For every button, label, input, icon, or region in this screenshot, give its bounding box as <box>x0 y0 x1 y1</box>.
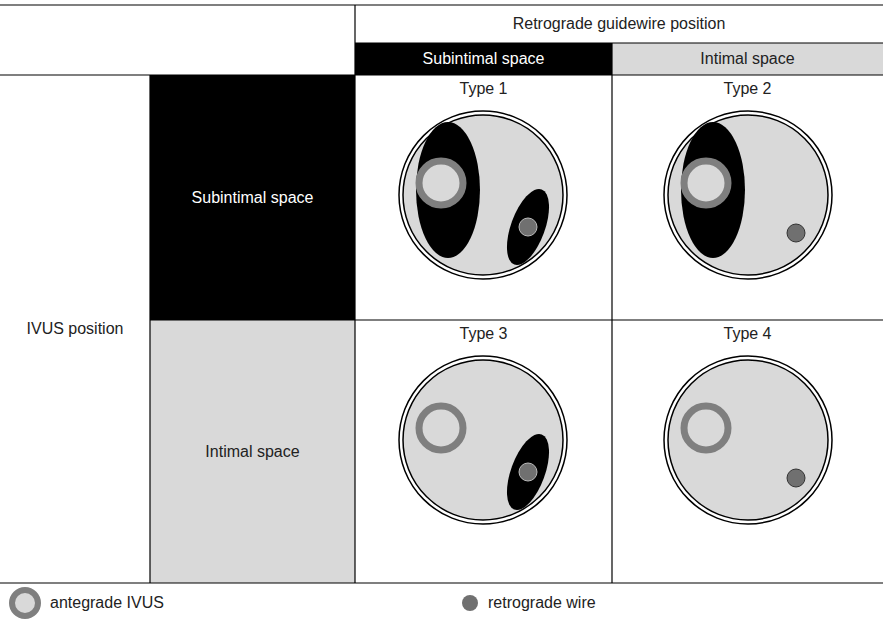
legend-text: antegrade IVUS <box>50 594 164 612</box>
label-text: Intimal space <box>700 50 794 68</box>
legend-entry: antegrade IVUS <box>50 592 164 614</box>
vessel-cross-section <box>399 111 567 279</box>
vessel-cross-section <box>664 356 832 524</box>
type-label: Type 4 <box>612 323 883 345</box>
header-fills <box>150 43 883 583</box>
label-text: Subintimal space <box>423 50 545 68</box>
column-group-header: Retrograde guidewire position <box>355 5 883 43</box>
legend-wire-sample <box>462 595 478 611</box>
column-header: Intimal space <box>612 43 883 75</box>
label-text: Retrograde guidewire position <box>513 15 726 33</box>
label-text: IVUS position <box>27 320 124 338</box>
row-header: Subintimal space <box>150 75 355 320</box>
legend-entry: retrograde wire <box>488 592 596 614</box>
label-text: Subintimal space <box>192 189 314 207</box>
type-label: Type 3 <box>355 323 612 345</box>
label-text: Type 2 <box>723 80 771 98</box>
vessel-cross-section <box>664 111 832 279</box>
row-group-header: IVUS position <box>0 75 150 583</box>
type-label: Type 2 <box>612 78 883 100</box>
legend-text: retrograde wire <box>488 594 596 612</box>
label-text: Type 3 <box>459 325 507 343</box>
column-header: Subintimal space <box>355 43 612 75</box>
legend-ivus-sample <box>12 590 38 616</box>
vessel-cross-section <box>399 356 567 524</box>
label-text: Type 1 <box>459 80 507 98</box>
label-text: Intimal space <box>205 443 299 461</box>
label-text: Type 4 <box>723 325 771 343</box>
type-label: Type 1 <box>355 78 612 100</box>
row-header: Intimal space <box>150 320 355 583</box>
table-lines <box>0 5 883 583</box>
